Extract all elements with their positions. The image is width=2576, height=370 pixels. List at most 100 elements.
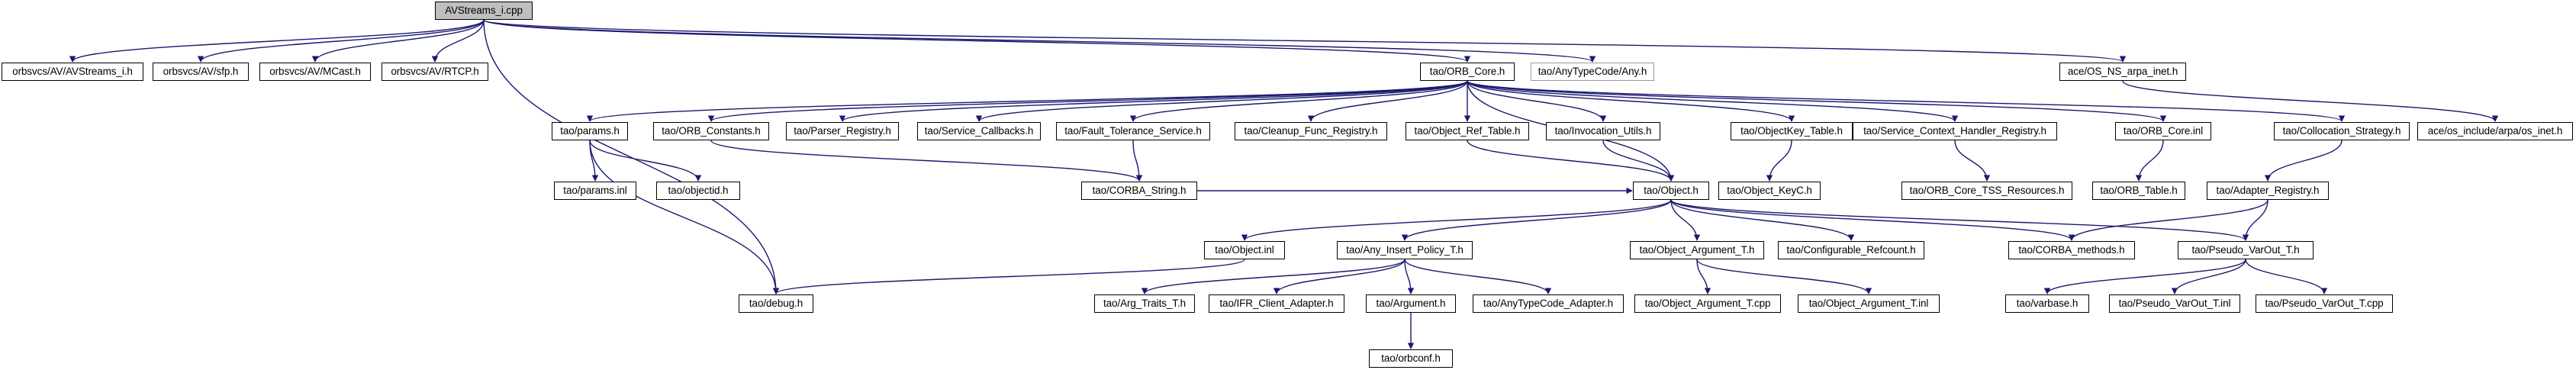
graph-node-n1[interactable]: orbsvcs/AV/AVStreams_i.h [2, 63, 143, 81]
graph-node-n35[interactable]: tao/debug.h [739, 294, 813, 313]
graph-node-n32[interactable]: tao/Configurable_Refcount.h [1778, 241, 1924, 259]
graph-node-n24[interactable]: tao/Object.h [1633, 182, 1709, 200]
graph-edge [1696, 259, 1711, 294]
graph-node-n38[interactable]: tao/Argument.h [1366, 294, 1456, 313]
graph-node-n41[interactable]: tao/Object_Argument_T.inl [1798, 294, 1940, 313]
graph-edge [1602, 140, 1675, 182]
graph-node-label: tao/Pseudo_VarOut_T.h [2191, 244, 2300, 256]
graph-node-n39[interactable]: tao/AnyTypeCode_Adapter.h [1473, 294, 1624, 313]
graph-node-label: orbsvcs/AV/RTCP.h [391, 66, 479, 78]
graph-node-n26[interactable]: tao/ORB_Core_TSS_Resources.h [1901, 182, 2072, 200]
graph-node-n3[interactable]: orbsvcs/AV/MCast.h [259, 63, 371, 81]
graph-edge [483, 19, 1470, 63]
graph-node-label: tao/Arg_Traits_T.h [1103, 298, 1186, 310]
graph-node-label: tao/params.inl [563, 185, 627, 197]
graph-node-n23[interactable]: tao/CORBA_String.h [1081, 182, 1197, 200]
graph-edge [1696, 259, 1872, 294]
graph-node-n36[interactable]: tao/Arg_Traits_T.h [1094, 294, 1195, 313]
graph-node-n8[interactable]: tao/params.h [552, 122, 628, 140]
graph-node-n0[interactable]: AVStreams_i.cpp [435, 2, 533, 20]
graph-node-n9[interactable]: tao/ORB_Constants.h [653, 122, 769, 140]
graph-node-n10[interactable]: tao/Parser_Registry.h [786, 122, 899, 140]
graph-edge [1467, 80, 1959, 122]
graph-node-n42[interactable]: tao/varbase.h [2005, 294, 2089, 313]
graph-edge [975, 80, 1468, 122]
graph-node-label: tao/Cleanup_Func_Registry.h [1244, 125, 1378, 137]
graph-node-label: tao/Argument.h [1376, 298, 1446, 310]
graph-edge [1404, 259, 1415, 294]
graph-node-n29[interactable]: tao/Object.inl [1204, 241, 1285, 259]
graph-edge [1401, 199, 1672, 241]
graph-node-label: tao/AnyTypeCode_Adapter.h [1483, 298, 1614, 310]
graph-edge [311, 19, 485, 63]
graph-node-n7[interactable]: ace/OS_NS_arpa_inet.h [2059, 63, 2186, 81]
graph-edge [1404, 259, 1552, 294]
graph-node-n20[interactable]: ace/os_include/arpa/os_inet.h [2417, 122, 2573, 140]
graph-node-n30[interactable]: tao/Any_Insert_Policy_T.h [1337, 241, 1473, 259]
graph-node-n13[interactable]: tao/Cleanup_Func_Registry.h [1235, 122, 1387, 140]
graph-node-n19[interactable]: tao/Collocation_Strategy.h [2274, 122, 2410, 140]
graph-node-n37[interactable]: tao/IFR_Client_Adapter.h [1209, 294, 1344, 313]
graph-node-label: tao/Object_Argument_T.h [1639, 244, 1755, 256]
graph-node-n11[interactable]: tao/Service_Callbacks.h [917, 122, 1041, 140]
graph-node-label: tao/Object_Argument_T.cpp [1644, 298, 1771, 310]
graph-edge [589, 140, 780, 294]
graph-node-n5[interactable]: tao/ORB_Core.h [1420, 63, 1515, 81]
graph-node-label: tao/Object_Argument_T.inl [1808, 298, 1929, 310]
graph-node-label: tao/ORB_Table.h [2100, 185, 2178, 197]
graph-node-n18[interactable]: tao/ORB_Core.inl [2115, 122, 2211, 140]
graph-edge [1954, 140, 1991, 182]
graph-edge [1467, 140, 1675, 182]
graph-edge [483, 19, 2126, 63]
graph-node-label: tao/ORB_Core_TSS_Resources.h [1909, 185, 2065, 197]
graph-node-n31[interactable]: tao/Object_Argument_T.h [1630, 241, 1764, 259]
graph-node-n27[interactable]: tao/ORB_Table.h [2092, 182, 2185, 200]
graph-node-n40[interactable]: tao/Object_Argument_T.cpp [1634, 294, 1781, 313]
graph-edge [710, 140, 1143, 182]
graph-node-label: tao/objectid.h [668, 185, 729, 197]
graph-node-label: tao/ORB_Constants.h [662, 125, 761, 137]
graph-edge [589, 140, 702, 182]
graph-edge [431, 19, 485, 63]
graph-edge [1467, 80, 2345, 122]
graph-node-label: tao/Fault_Tolerance_Service.h [1064, 125, 1202, 137]
graph-edge [2242, 199, 2268, 241]
graph-node-label: tao/params.h [560, 125, 620, 137]
graph-node-n22[interactable]: tao/objectid.h [656, 182, 740, 200]
graph-edge [2245, 259, 2328, 294]
graph-node-label: tao/Object_KeyC.h [1727, 185, 1812, 197]
graph-node-n16[interactable]: tao/ObjectKey_Table.h [1731, 122, 1853, 140]
graph-edge [1132, 140, 1143, 182]
graph-node-n15[interactable]: tao/Invocation_Utils.h [1546, 122, 1660, 140]
graph-node-label: tao/debug.h [749, 298, 803, 310]
graph-node-n4[interactable]: orbsvcs/AV/RTCP.h [382, 63, 488, 81]
graph-node-n12[interactable]: tao/Fault_Tolerance_Service.h [1056, 122, 1210, 140]
graph-node-n25[interactable]: tao/Object_KeyC.h [1718, 182, 1821, 200]
graph-node-n33[interactable]: tao/CORBA_methods.h [2008, 241, 2135, 259]
graph-node-label: tao/orbconf.h [1381, 352, 1441, 365]
graph-edge [587, 80, 1468, 122]
graph-node-n2[interactable]: orbsvcs/AV/sfp.h [153, 63, 249, 81]
graph-node-n34[interactable]: tao/Pseudo_VarOut_T.h [2178, 241, 2314, 259]
graph-node-label: tao/Object_Ref_Table.h [1414, 125, 1521, 137]
graph-edge [483, 19, 780, 294]
graph-node-n17[interactable]: tao/Service_Context_Handler_Registry.h [1853, 122, 2057, 140]
graph-node-label: tao/ORB_Core.inl [2123, 125, 2204, 137]
graph-edge [2264, 140, 2343, 182]
graph-node-n44[interactable]: tao/Pseudo_VarOut_T.cpp [2256, 294, 2393, 313]
graph-node-n43[interactable]: tao/Pseudo_VarOut_T.inl [2109, 294, 2240, 313]
graph-edge [1670, 199, 2075, 241]
graph-edge [589, 140, 599, 182]
graph-node-n14[interactable]: tao/Object_Ref_Table.h [1406, 122, 1529, 140]
graph-node-n21[interactable]: tao/params.inl [554, 182, 636, 200]
graph-node-label: tao/Configurable_Refcount.h [1786, 244, 1916, 256]
graph-edge [1467, 80, 2166, 122]
graph-node-label: tao/ORB_Core.h [1429, 66, 1505, 78]
graph-node-n45[interactable]: tao/orbconf.h [1369, 349, 1453, 368]
graph-node-n6[interactable]: tao/AnyTypeCode/Any.h [1531, 63, 1654, 81]
graph-node-label: tao/varbase.h [2016, 298, 2079, 310]
graph-edge [1467, 80, 1795, 122]
graph-edge [708, 80, 1468, 122]
graph-node-n28[interactable]: tao/Adapter_Registry.h [2207, 182, 2329, 200]
graph-edge [1467, 80, 1607, 122]
